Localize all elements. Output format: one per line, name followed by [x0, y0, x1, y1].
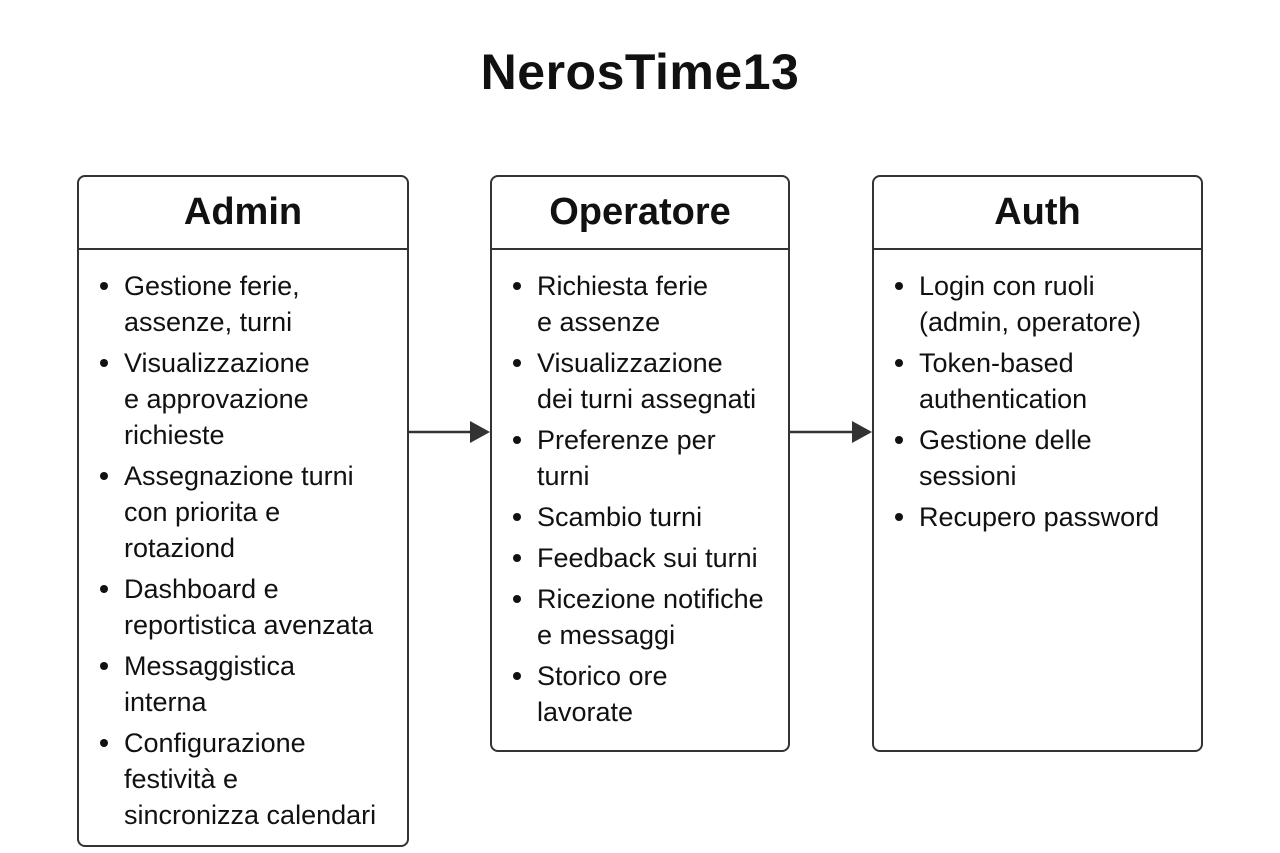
auth-box: Auth Login con ruoli (admin, operatore) … [872, 175, 1203, 752]
admin-feature-item: Gestione ferie, assenze, turni [79, 268, 407, 340]
arrow-admin-to-operatore [409, 421, 490, 443]
diagram-title: NerosTime13 [480, 44, 800, 100]
auth-feature-item: Token-based authentication [874, 345, 1201, 417]
admin-box: Admin Gestione ferie, assenze, turni Vis… [77, 175, 409, 847]
auth-feature-item: Recupero password [874, 499, 1201, 535]
operatore-feature-item: Scambio turni [492, 499, 788, 535]
operatore-feature-list: Richiesta ferie e assenze Visualizzazion… [492, 250, 788, 730]
admin-feature-item: Dashboard e reportistica avenzata [79, 571, 407, 643]
operatore-feature-item: Ricezione notifiche e messaggi [492, 581, 788, 653]
auth-feature-list: Login con ruoli (admin, operatore) Token… [874, 250, 1201, 535]
admin-feature-item: Messaggistica interna [79, 648, 407, 720]
operatore-box-header: Operatore [492, 177, 788, 250]
arrow-operatore-to-auth [790, 421, 872, 443]
operatore-box: Operatore Richiesta ferie e assenze Visu… [490, 175, 790, 752]
admin-feature-list: Gestione ferie, assenze, turni Visualizz… [79, 250, 407, 833]
operatore-feature-item: Preferenze per turni [492, 422, 788, 494]
admin-feature-item: Configurazione festività e sincronizza c… [79, 725, 407, 833]
operatore-feature-item: Richiesta ferie e assenze [492, 268, 788, 340]
operatore-feature-item: Feedback sui turni [492, 540, 788, 576]
auth-feature-item: Gestione delle sessioni [874, 422, 1201, 494]
admin-box-header: Admin [79, 177, 407, 250]
auth-box-header: Auth [874, 177, 1201, 250]
operatore-feature-item: Storico ore lavorate [492, 658, 788, 730]
auth-feature-item: Login con ruoli (admin, operatore) [874, 268, 1201, 340]
admin-feature-item: Visualizzazione e approvazione richieste [79, 345, 407, 453]
admin-feature-item: Assegnazione turni con priorita e rotazi… [79, 458, 407, 566]
operatore-feature-item: Visualizzazione dei turni assegnati [492, 345, 788, 417]
